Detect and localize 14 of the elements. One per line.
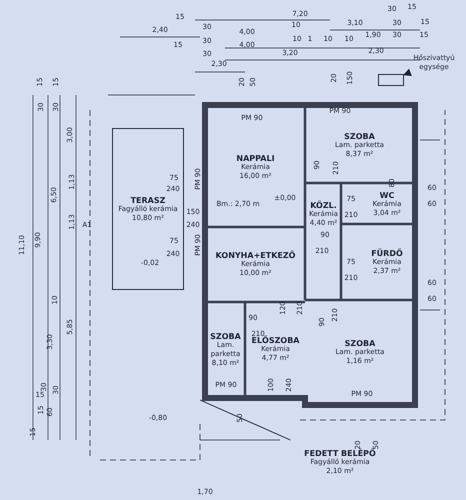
leader-line <box>403 68 412 76</box>
room-name: FÜRDŐ <box>371 248 403 258</box>
leader-line <box>200 400 291 440</box>
room-name: SZOBA <box>209 332 242 341</box>
room-name: WC <box>380 190 394 200</box>
room-name: TERASZ <box>130 196 166 204</box>
room-name: ELŐSZOBA <box>251 336 300 344</box>
room-name: FEDETT BELÉPŐ <box>304 448 376 458</box>
room-name: SZOBA <box>344 132 375 140</box>
room-name: KONYHA+ETKEZŐ <box>216 250 296 260</box>
room-name: NAPPALI <box>236 154 275 163</box>
heat-pump-box <box>378 74 404 86</box>
room-name: SZOBA <box>344 338 376 348</box>
room-name: KÖZL. <box>310 200 337 210</box>
